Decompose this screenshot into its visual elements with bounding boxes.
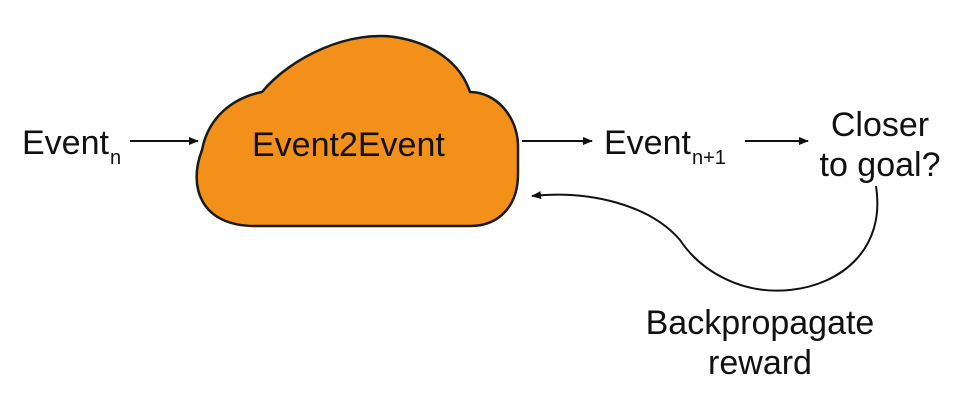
decision-line-1: Closer	[830, 106, 930, 144]
output-event-base: Event	[604, 124, 691, 162]
decision-label: Closer to goal?	[810, 108, 950, 182]
output-event-subscript: n+1	[691, 147, 726, 169]
input-event-label: Eventn	[22, 124, 121, 168]
feedback-line-1: Backpropagate	[645, 304, 875, 342]
event2event-cloud	[195, 34, 520, 228]
arrow-feedback-loop	[531, 185, 879, 292]
feedback-label: Backpropagate reward	[630, 306, 890, 380]
model-label: Event2Event	[252, 126, 445, 164]
input-event-base: Event	[22, 124, 109, 162]
input-event-subscript: n	[109, 147, 122, 169]
feedback-line-2: reward	[708, 344, 812, 382]
output-event-label: Eventn+1	[604, 124, 726, 168]
decision-line-2: to goal?	[819, 146, 941, 184]
